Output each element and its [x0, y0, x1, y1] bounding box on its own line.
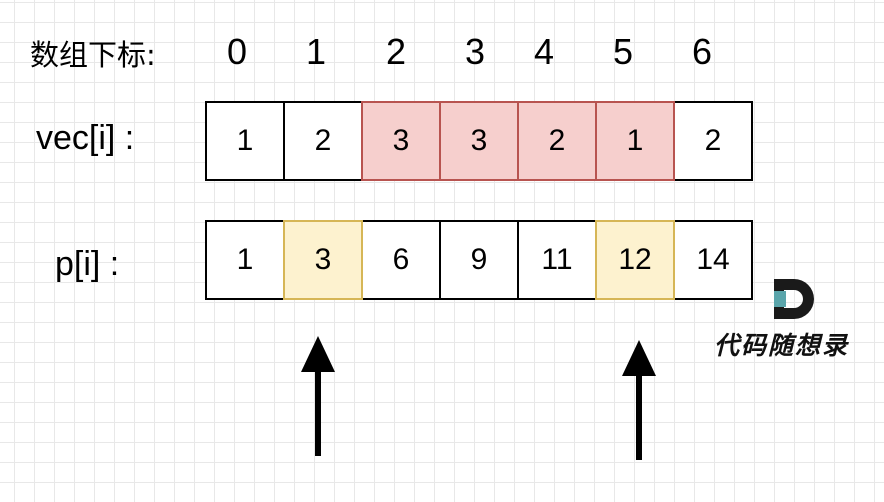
logo: 代码随想录 [714, 274, 874, 364]
prefix-cell: 14 [673, 220, 753, 300]
index-label: 数组下标: [30, 38, 156, 72]
prefix-cell: 3 [283, 220, 363, 300]
prefix-cell: 12 [595, 220, 675, 300]
vec-cell: 2 [517, 101, 597, 181]
index-number: 4 [533, 31, 555, 72]
prefix-label: p[i] : [55, 245, 120, 283]
prefix-cell: 11 [517, 220, 597, 300]
index-number: 1 [305, 31, 327, 72]
vec-cell: 3 [439, 101, 519, 181]
index-number: 6 [691, 31, 713, 72]
up-arrow-icon [301, 336, 335, 456]
index-number: 5 [612, 31, 634, 72]
vec-label: vec[i] : [36, 119, 135, 157]
vec-cell: 2 [673, 101, 753, 181]
up-arrow-icon [622, 340, 656, 460]
logo-d-icon [774, 279, 814, 319]
prefix-cell: 6 [361, 220, 441, 300]
vec-cell: 1 [595, 101, 675, 181]
vec-cell: 1 [205, 101, 285, 181]
index-number: 0 [226, 31, 248, 72]
prefix-cell: 1 [205, 220, 285, 300]
prefix-array: 1 3 6 9 11 12 14 [205, 220, 753, 300]
vec-array: 1 2 3 3 2 1 2 [205, 101, 753, 181]
index-number: 2 [385, 31, 407, 72]
logo-text: 代码随想录 [714, 331, 850, 360]
index-number: 3 [464, 31, 486, 72]
vec-cell: 3 [361, 101, 441, 181]
